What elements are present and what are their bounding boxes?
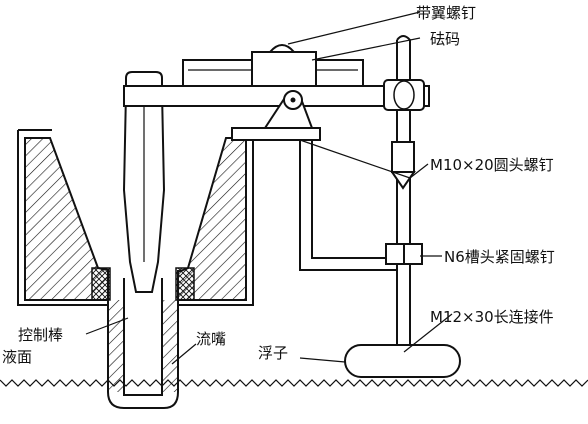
round-head-screw-tip [390, 171, 416, 190]
leader-round-head-screw-2 [409, 163, 429, 179]
support-plate [231, 127, 321, 141]
label-control-rod: 控制棒 [18, 326, 63, 344]
seal-block-right [175, 267, 195, 301]
leader-connector [403, 313, 453, 353]
nozzle-tube [107, 270, 179, 409]
label-round-head-screw: M10×20圆头螺钉 [430, 156, 554, 174]
label-liquid-level: 液面 [2, 348, 32, 366]
label-float: 浮子 [258, 344, 288, 362]
weight-block [251, 51, 317, 87]
label-wing-screw: 带翼螺钉 [416, 4, 476, 22]
leader-nozzle [171, 343, 197, 365]
leader-control-rod [85, 317, 129, 335]
nozzle-wall-left [108, 300, 124, 392]
label-nozzle: 流嘴 [196, 330, 226, 348]
leader-float [299, 357, 346, 363]
nozzle-bore [123, 278, 163, 396]
leader-round-head-screw [299, 139, 411, 179]
wing-screw-head [269, 44, 295, 53]
float-body [344, 344, 461, 378]
label-weight: 砝码 [430, 30, 460, 48]
round-head-screw-body [391, 141, 415, 173]
nozzle-wall-right [162, 300, 178, 392]
leader-weight [311, 37, 421, 61]
leader-wing-screw [287, 11, 421, 45]
lever-clamp-nut [393, 80, 415, 110]
liquid-surface [0, 379, 588, 387]
label-connector: M12×30长连接件 [430, 308, 554, 326]
vertical-post [299, 140, 398, 271]
float-rod-top [396, 35, 411, 41]
seal-block-left [91, 267, 111, 301]
pivot-pin-center [290, 97, 296, 103]
label-slotted-set-screw: N6槽头紧固螺钉 [444, 248, 555, 266]
